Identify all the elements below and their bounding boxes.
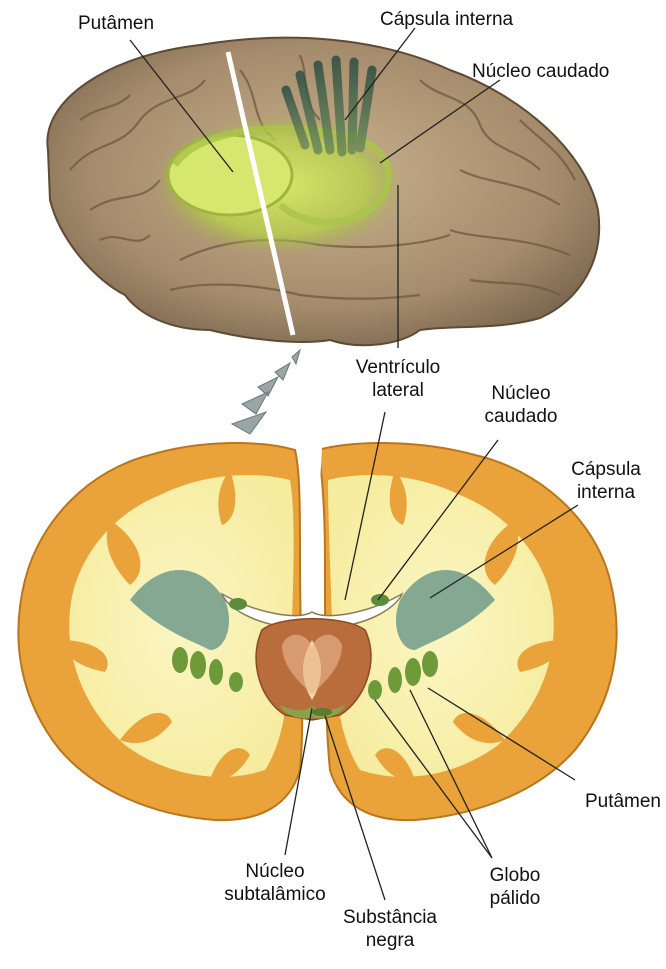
- label-substancia-negra: Substância negra: [330, 906, 450, 952]
- label-capsula-interna: Cápsula interna: [556, 458, 656, 504]
- label-globo-palido: Globo pálido: [470, 864, 560, 910]
- label-line: Cápsula: [556, 458, 656, 481]
- label-line: Ventrículo: [338, 356, 458, 379]
- label-putamen: Putâmen: [556, 790, 661, 813]
- longitudinal-fissure: [300, 448, 322, 560]
- label-line: caudado: [466, 405, 576, 428]
- label-nucleo-caudado: Núcleo caudado: [466, 382, 576, 428]
- section-arrows: [232, 350, 300, 434]
- coronal-section: [18, 443, 616, 820]
- left-caudate: [229, 598, 247, 610]
- substantia-nigra: [312, 708, 332, 716]
- label-line: Substância: [330, 906, 450, 929]
- label-line: pálido: [470, 887, 560, 910]
- label-line: Núcleo: [205, 860, 345, 883]
- right-caudate: [371, 594, 389, 606]
- label-ventriculo-lateral: Ventrículo lateral: [338, 356, 458, 402]
- lateral-brain-view: [47, 38, 599, 346]
- label-line: interna: [556, 481, 656, 504]
- label-line: Núcleo: [466, 382, 576, 405]
- label-nucleo-subtalamico: Núcleo subtalâmico: [205, 860, 345, 906]
- label-line: Globo: [470, 864, 560, 887]
- label-line: subtalâmico: [205, 883, 345, 906]
- label-top-putamen: Putâmen: [78, 12, 154, 35]
- putamen-shape: [168, 135, 292, 215]
- label-top-capsula-interna: Cápsula interna: [380, 8, 513, 31]
- label-line: negra: [330, 929, 450, 952]
- label-line: lateral: [338, 379, 458, 402]
- label-top-nucleo-caudado: Núcleo caudado: [472, 60, 609, 83]
